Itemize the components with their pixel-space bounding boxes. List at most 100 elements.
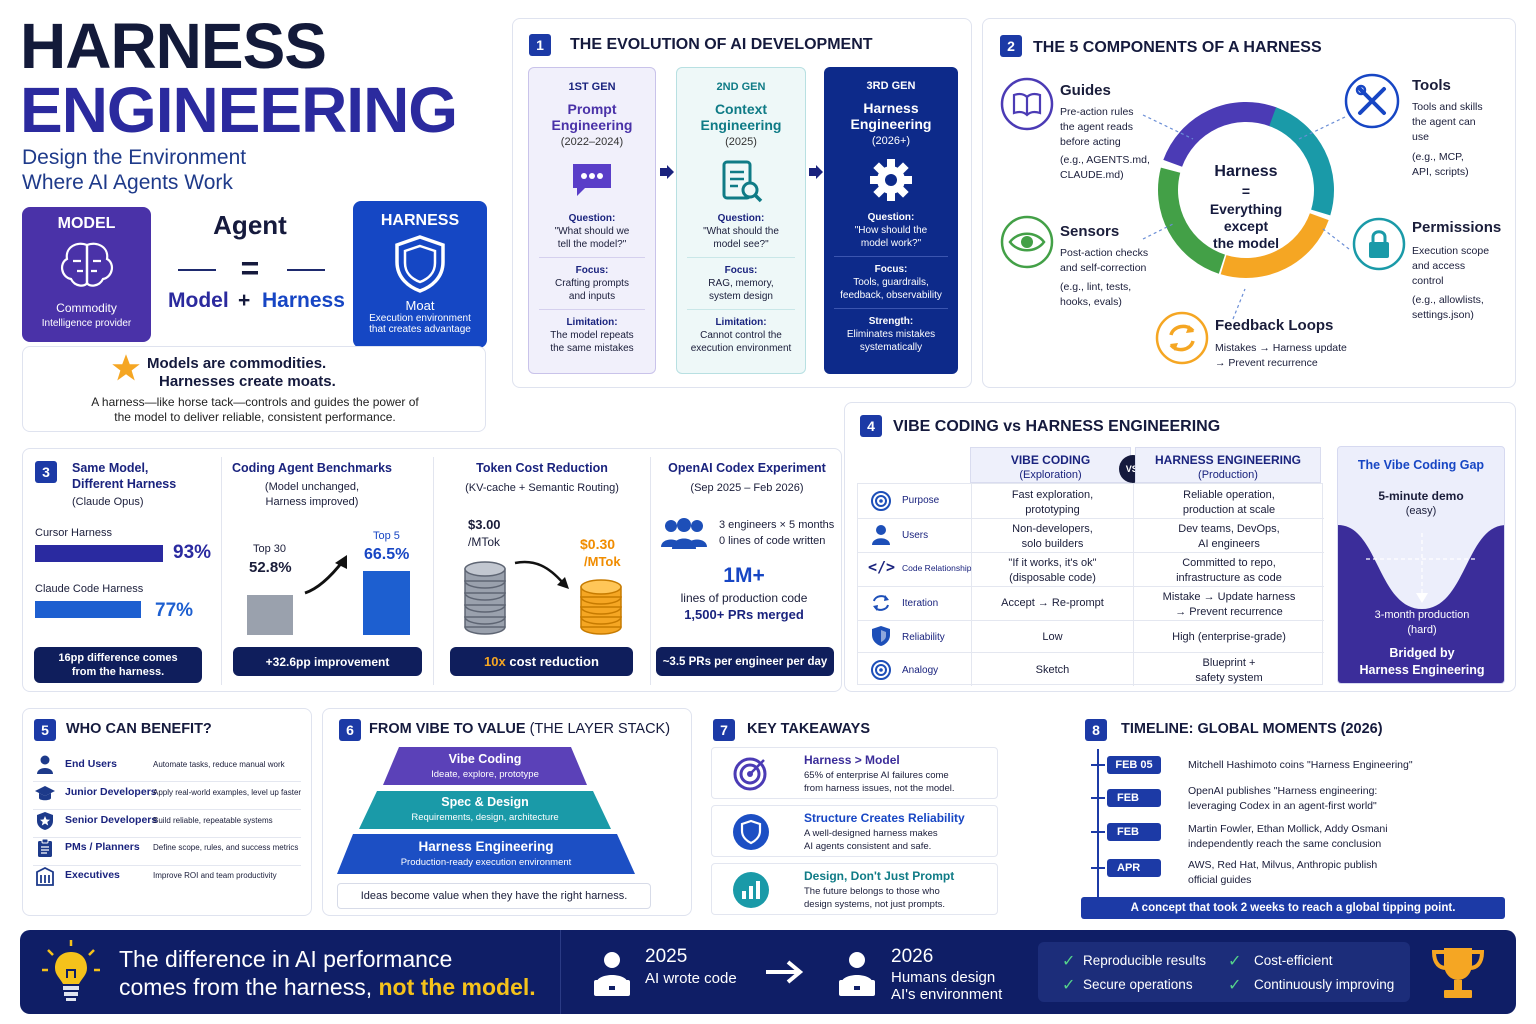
- person-laptop-icon: [835, 950, 879, 1000]
- layer-desc: Ideate, explore, prototype: [431, 769, 539, 780]
- takeaway-d2: AI agents consistent and safe.: [804, 841, 932, 852]
- sensors-d1: Post-action checks: [1060, 247, 1149, 259]
- check-text: Cost-efficient: [1254, 953, 1333, 968]
- tagline-desc2: the model to deliver reliable, consisten…: [114, 410, 396, 424]
- equation-model-word: Model: [168, 289, 229, 312]
- user-icon: [36, 755, 54, 775]
- donut-ring: [1158, 102, 1334, 278]
- benefit-section: 5 WHO CAN BENEFIT? End Users Automate ta…: [22, 708, 312, 916]
- lightbulb-icon: [38, 938, 104, 1004]
- timeline-axis: [1097, 749, 1099, 897]
- row-harness-1: High (enterprise-grade): [1172, 631, 1286, 643]
- equation-plus: +: [238, 289, 251, 312]
- pill-line2: from the harness.: [71, 666, 165, 678]
- section-number: 2: [1000, 35, 1022, 57]
- gen-name1: Harness: [863, 99, 919, 116]
- results-title1: Same Model,: [72, 461, 149, 475]
- star-icon: [111, 353, 141, 383]
- gap-title: The Vibe Coding Gap: [1357, 458, 1485, 472]
- old-price1: $3.00: [468, 517, 501, 532]
- top5-value: 66.5%: [364, 546, 410, 563]
- footer-banner: The difference in AI performance comes f…: [20, 930, 1516, 1014]
- tagline-card: Models are commodities. Harnesses create…: [22, 346, 486, 432]
- target-icon: [870, 659, 892, 681]
- takeaway-card: Design, Don't Just Prompt The future bel…: [711, 863, 998, 915]
- equals-sign: =: [240, 250, 260, 286]
- document-search-icon: [718, 160, 764, 204]
- footer-line2: comes from the harness, not the model.: [119, 974, 536, 1001]
- codex-l1: 3 engineers × 5 months: [719, 519, 835, 531]
- row-harness-2: infrastructure as code: [1176, 572, 1282, 584]
- equation-line-left: [178, 269, 216, 271]
- gap-valley: [1338, 525, 1504, 683]
- feedback-d1: Mistakes → Harness update: [1215, 342, 1347, 354]
- tagline-line2: Harnesses create moats.: [159, 373, 336, 390]
- section-number: 3: [35, 461, 57, 483]
- permissions-d1: Execution scope: [1412, 245, 1490, 257]
- arrow-right-icon: [809, 165, 823, 179]
- equation-line-right: [287, 269, 325, 271]
- benefit-desc: Define scope, rules, and success metrics: [153, 843, 299, 852]
- gen-q1: "How should the: [854, 224, 928, 236]
- section-title: THE 5 COMPONENTS OF A HARNESS: [1033, 39, 1322, 56]
- gen-l-label: Limitation:: [715, 316, 767, 328]
- model-box: MODEL Commodity Intelligence provider: [22, 207, 151, 342]
- brain-icon: [57, 239, 117, 291]
- check-text: Reproducible results: [1083, 953, 1207, 968]
- token-sub: (KV-cache + Semantic Routing): [465, 482, 619, 494]
- footer-divider: [560, 930, 561, 1014]
- gen-l1: Cannot control the: [700, 329, 782, 341]
- event-text1: Martin Fowler, Ethan Mollick, Addy Osman…: [1188, 823, 1388, 835]
- tools-e1: (e.g., MCP,: [1412, 151, 1464, 163]
- gap-bot1: 3-month production: [1374, 609, 1470, 621]
- tools-e2: API, scripts): [1412, 166, 1469, 178]
- row-harness-2: production at scale: [1182, 504, 1276, 516]
- row-harness-1: Reliable operation,: [1183, 489, 1275, 501]
- top5-bar: [363, 571, 410, 635]
- gen-l2: execution environment: [690, 342, 792, 354]
- year-2026-desc2: AI's environment: [891, 986, 1003, 1003]
- divider: [433, 457, 434, 685]
- bar-chart-circle-icon: [732, 871, 770, 909]
- gen-q2: tell the model?": [557, 238, 627, 250]
- arrow-right-icon: [764, 958, 806, 986]
- guides-d2: the agent reads: [1060, 121, 1133, 133]
- check-text: Continuously improving: [1254, 977, 1395, 992]
- eye-icon: [1000, 215, 1054, 269]
- vibe-section: 4 VIBE CODING vs HARNESS ENGINEERING VIB…: [844, 402, 1516, 692]
- gen-label: 3RD GEN: [866, 80, 916, 92]
- row-harness-1: Committed to repo,: [1182, 557, 1276, 569]
- takeaway-d2: from harness issues, not the model.: [804, 783, 955, 794]
- layer-name: Harness Engineering: [418, 839, 554, 854]
- tagline-line1: Models are commodities.: [147, 355, 327, 372]
- event-date: FEB: [1107, 823, 1161, 841]
- takeaway-d1: The future belongs to those who: [804, 886, 940, 897]
- token-pill-text: cost reduction: [505, 654, 599, 669]
- top30-bar: [247, 595, 293, 635]
- cycle-icon: [870, 592, 892, 614]
- results-section: 3 Same Model, Different Harness (Claude …: [22, 448, 842, 692]
- sensors-d2: and self-correction: [1060, 262, 1147, 274]
- gen-f-label: Focus:: [724, 264, 758, 276]
- harness-box-sub1: Moat: [405, 298, 435, 313]
- gap-top1: 5-minute demo: [1378, 489, 1464, 503]
- gen-name2: Engineering: [700, 116, 782, 133]
- gen-name2: Engineering: [551, 116, 633, 133]
- event-text1: AWS, Red Hat, Milvus, Anthropic publish: [1188, 859, 1378, 871]
- tagline-desc1: A harness—like horse tack—controls and g…: [91, 395, 419, 409]
- trophy-icon: [1428, 942, 1488, 1002]
- harness-box-sub3: that creates advantage: [369, 324, 471, 335]
- benefit-name: PMs / Planners: [65, 841, 140, 853]
- section-number: 6: [339, 719, 361, 741]
- gen-l2: systematically: [859, 341, 923, 353]
- footer-line2-b: not the model.: [378, 974, 536, 1000]
- sensors-e1: (e.g., lint, tests,: [1060, 281, 1132, 293]
- gap-bridge1: Bridged by: [1389, 646, 1455, 660]
- guides-d1: Pre-action rules: [1060, 106, 1134, 118]
- permissions-d2: and access: [1412, 260, 1466, 272]
- team-icon: [659, 517, 709, 551]
- tools-d1: Tools and skills: [1412, 101, 1483, 113]
- row-harness-1: Dev teams, DevOps,: [1178, 523, 1280, 535]
- model-box-label: MODEL: [57, 215, 116, 232]
- feedback-d2: → Prevent recurrence: [1215, 357, 1318, 369]
